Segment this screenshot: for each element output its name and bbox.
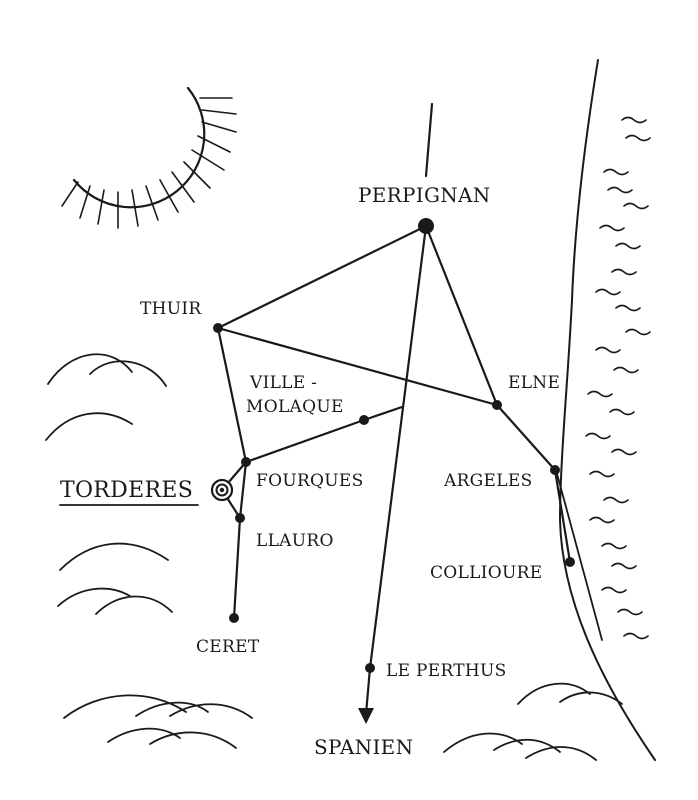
road-north (424, 102, 434, 178)
elne-marker (492, 400, 502, 410)
label-villemolaque-line2: MOLAQUE (246, 397, 344, 417)
road-villemolaque-main (362, 405, 404, 422)
road-perpignan-thuir (216, 224, 428, 330)
arrow-south-icon (358, 708, 374, 724)
road-le-perthus-spanien (364, 666, 372, 716)
label-spanien: SPANIEN (314, 735, 413, 759)
mountain-icon (45, 353, 167, 441)
mountain-icon (57, 542, 173, 615)
villemolaque-marker (359, 415, 369, 425)
coastline (555, 59, 656, 761)
road-fourques-villemolaque (244, 418, 366, 464)
label-villemolaque-line1: VILLE - (249, 373, 317, 393)
road-perpignan-elne (424, 224, 499, 407)
argeles-marker (550, 465, 560, 475)
road-thuir-elne (216, 326, 499, 407)
place-labels: PERPIGNAN THUIR VILLE - MOLAQUE ELNE FOU… (59, 183, 560, 759)
label-perpignan: PERPIGNAN (358, 183, 491, 207)
road-perpignan-le-perthus (368, 224, 428, 670)
label-thuir: THUIR (140, 299, 202, 319)
road-argeles-collioure (553, 468, 572, 564)
thuir-marker (213, 323, 223, 333)
collioure-marker (565, 557, 575, 567)
label-llauro: LLAURO (256, 531, 334, 551)
le-perthus-marker (365, 663, 375, 673)
road-llauro-ceret (232, 516, 242, 620)
label-elne: ELNE (508, 373, 560, 393)
ceret-marker (229, 613, 239, 623)
label-fourques: FOURQUES (256, 471, 364, 491)
label-le-perthus: LE PERTHUS (386, 661, 507, 681)
road-thuir-fourques (216, 326, 248, 464)
torderes-target-icon (210, 478, 234, 502)
road-network (216, 102, 572, 724)
label-collioure: COLLIOURE (430, 563, 542, 583)
mountain-icon (63, 694, 253, 749)
fourques-marker (241, 457, 251, 467)
label-torderes: TORDERES (60, 478, 193, 503)
sea-waves-icon (585, 116, 651, 640)
sun-icon (61, 86, 237, 229)
label-ceret: CERET (196, 637, 260, 657)
llauro-marker (235, 513, 245, 523)
label-argeles: ARGELES (443, 471, 533, 491)
town-markers (210, 218, 575, 673)
mountain-icon (443, 682, 623, 761)
road-fourques-llauro (238, 460, 248, 520)
road-elne-argeles (495, 403, 557, 472)
perpignan-marker (418, 218, 434, 234)
